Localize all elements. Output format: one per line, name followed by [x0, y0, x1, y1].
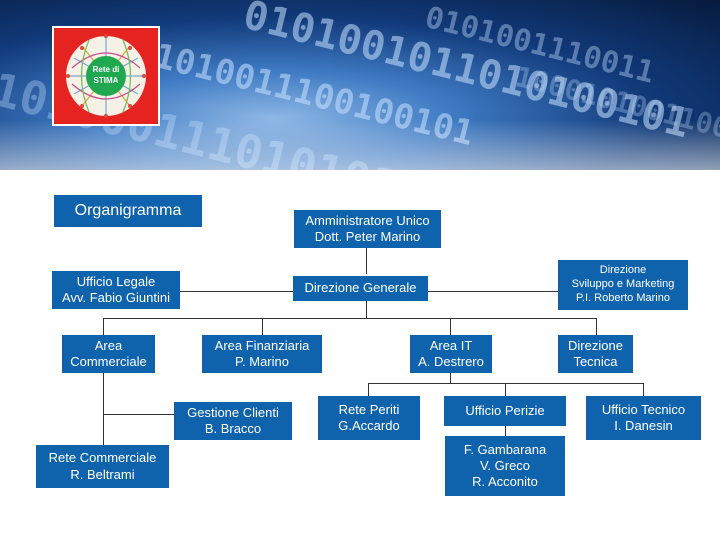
connector-line	[262, 318, 263, 335]
node-ufficio-perizie: Ufficio Perizie	[444, 396, 566, 426]
node-perizie-staff: F. Gambarana V. Greco R. Acconito	[445, 436, 565, 496]
connector-line	[368, 383, 369, 396]
connector-line	[103, 318, 104, 335]
svg-text:STIMA: STIMA	[94, 76, 119, 85]
node-direzione-tecnica: Direzione Tecnica	[558, 335, 633, 373]
node-amministratore-unico: Amministratore Unico Dott. Peter Marino	[294, 210, 441, 248]
connector-line	[103, 414, 174, 415]
node-ufficio-tecnico: Ufficio Tecnico I. Danesin	[586, 396, 701, 440]
connector-line	[103, 318, 596, 319]
node-ufficio-legale: Ufficio Legale Avv. Fabio Giuntini	[52, 271, 180, 309]
logo-emblem-icon: Rete di STIMA	[54, 28, 158, 124]
node-area-it: Area IT A. Destrero	[410, 335, 492, 373]
connector-line	[596, 318, 597, 335]
connector-line	[103, 373, 104, 445]
connector-line	[450, 373, 451, 383]
node-direzione-generale: Direzione Generale	[293, 276, 428, 301]
node-gestione-clienti: Gestione Clienti B. Bracco	[174, 402, 292, 440]
company-logo: Rete di STIMA	[52, 26, 160, 126]
node-direzione-sviluppo-marketing: Direzione Sviluppo e Marketing P.I. Robe…	[558, 260, 688, 310]
svg-text:Rete di: Rete di	[93, 65, 120, 74]
connector-line	[505, 426, 506, 436]
node-area-finanziaria: Area Finanziaria P. Marino	[202, 335, 322, 373]
connector-line	[505, 383, 506, 396]
node-rete-commerciale: Rete Commerciale R. Beltrami	[36, 445, 169, 488]
connector-line	[366, 301, 367, 318]
connector-line	[366, 248, 367, 274]
connector-line	[450, 318, 451, 335]
chart-title: Organigramma	[54, 195, 202, 227]
node-area-commerciale: Area Commerciale	[62, 335, 155, 373]
connector-line	[643, 383, 644, 396]
node-rete-periti: Rete Periti G.Accardo	[318, 396, 420, 440]
